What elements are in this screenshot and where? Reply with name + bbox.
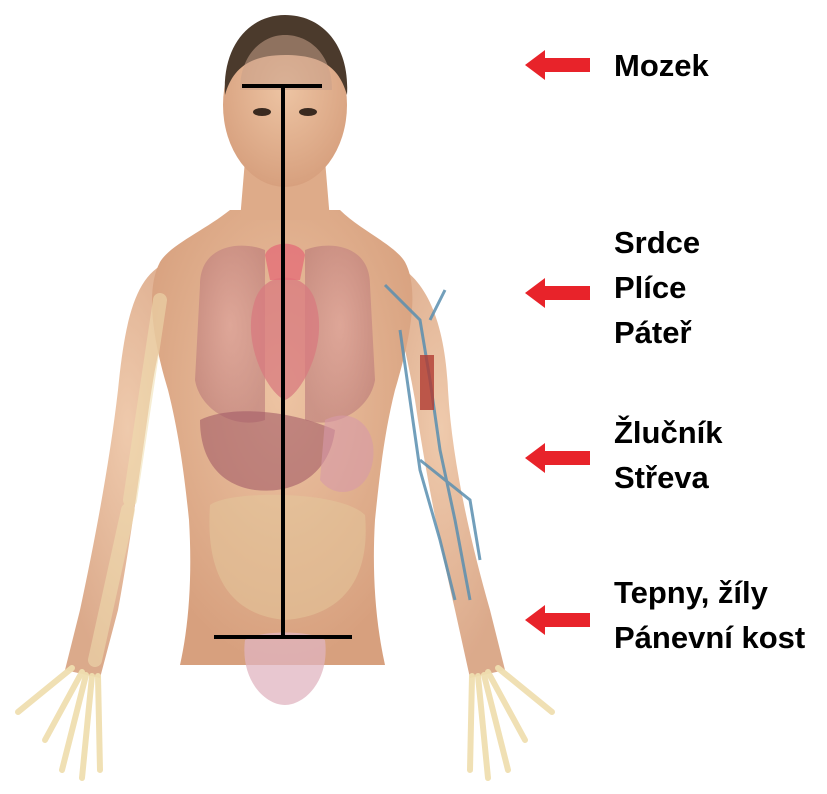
right-eye	[299, 108, 317, 116]
organ-label: Srdce	[614, 220, 700, 265]
organ-labels: Mozek Srdce Plíce Páteř Žlučník Střeva T…	[614, 0, 827, 789]
label-group-abdomen: Žlučník Střeva	[614, 410, 723, 500]
label-group-pelvis: Tepny, žíly Pánevní kost	[614, 570, 805, 660]
organ-label: Žlučník	[614, 410, 723, 455]
arrow-left-icon	[525, 278, 590, 308]
label-group-brain: Mozek	[614, 43, 709, 88]
pelvis	[244, 633, 325, 706]
organ-label: Tepny, žíly	[614, 570, 805, 615]
organ-label: Mozek	[614, 43, 709, 88]
arrows	[525, 50, 590, 635]
arm-muscle	[420, 355, 434, 410]
organ-label: Střeva	[614, 455, 723, 500]
left-eye	[253, 108, 271, 116]
right-hand-finger	[470, 676, 472, 770]
label-group-chest: Srdce Plíce Páteř	[614, 220, 700, 355]
arrow-left-icon	[525, 605, 590, 635]
arrow-left-icon	[525, 50, 590, 80]
organ-label: Pánevní kost	[614, 615, 805, 660]
arrow-left-icon	[525, 443, 590, 473]
organ-label: Páteř	[614, 310, 700, 355]
organ-label: Plíce	[614, 265, 700, 310]
left-hand-finger	[98, 676, 100, 770]
